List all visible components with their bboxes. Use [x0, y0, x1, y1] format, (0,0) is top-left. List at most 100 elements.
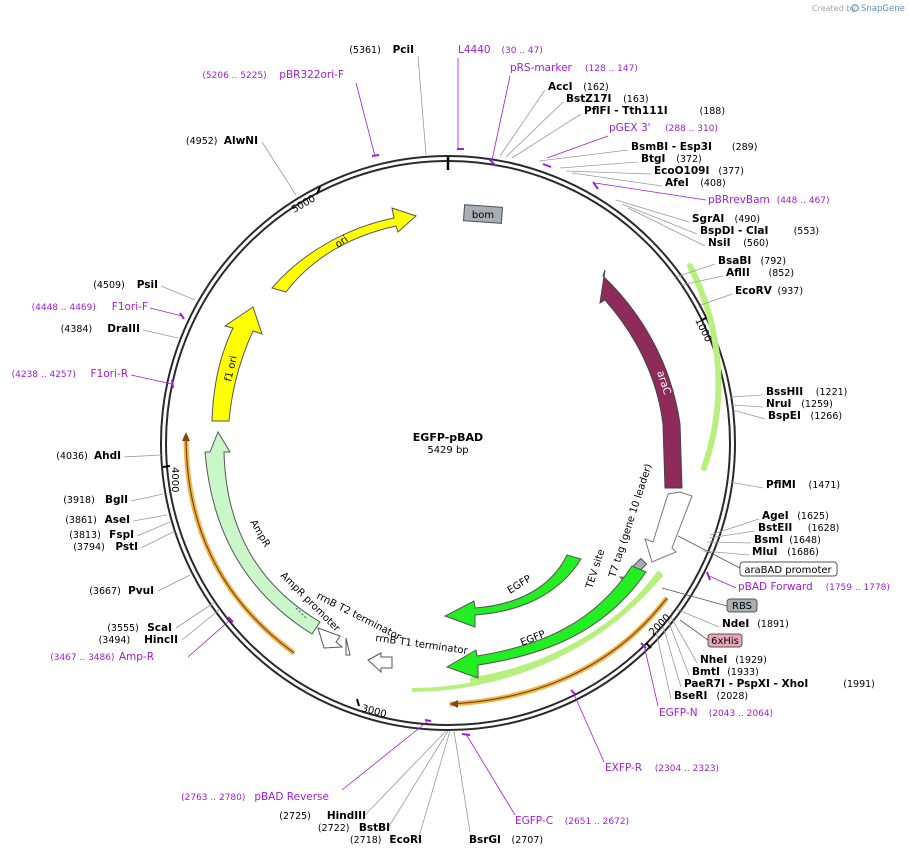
feature-ori[interactable]: ori [271, 207, 417, 293]
enzyme-site[interactable]: EcoRV(937) [700, 285, 803, 306]
enzyme-site[interactable]: BspDI - ClaI(553) [621, 203, 819, 237]
primer-position: (2763 .. 2780) [181, 793, 245, 803]
enzyme-site[interactable]: PvuI(3667) [89, 574, 191, 597]
feature-rbs-label: RBS [732, 601, 752, 612]
enzyme-name: BsmBI - Esp3I [631, 141, 712, 153]
enzyme-site[interactable]: PflFI - Tth111I(188) [511, 105, 725, 159]
primer-site[interactable]: pBR322ori-F(5206 .. 5225) [202, 69, 376, 157]
enzyme-site[interactable]: SgrAI(490) [615, 199, 760, 225]
enzyme-site[interactable]: BsmBI - Esp3I (289) [538, 141, 758, 162]
enzyme-leader-line [511, 113, 582, 159]
enzyme-site[interactable]: AccI(162) [499, 81, 609, 157]
enzyme-position: (3555) [107, 623, 139, 634]
enzyme-site[interactable]: PsiI(4509) [93, 279, 196, 301]
enzyme-site[interactable]: HindIII(2725) [279, 730, 447, 822]
enzyme-site[interactable]: BstEII (1628) [708, 522, 840, 539]
enzyme-site[interactable]: NdeI(1891) [675, 608, 789, 630]
enzyme-site[interactable]: AhdI(4036) [56, 450, 162, 462]
enzyme-site[interactable]: BglI(3918) [63, 493, 164, 506]
enzyme-site[interactable]: AlwNI(4952) [186, 135, 297, 196]
enzyme-site[interactable]: AseI(3861) [65, 514, 168, 526]
enzyme-leader-line [571, 172, 663, 187]
enzyme-name: BspEI [768, 410, 801, 422]
enzyme-site[interactable]: MluI(1686) [702, 546, 819, 558]
enzyme-site[interactable]: BspEI(1266) [732, 409, 842, 422]
rbs-leader [661, 587, 728, 607]
primer-site[interactable]: EXFP-R(2304 .. 2323) [572, 691, 719, 774]
enzyme-name: PvuI [128, 585, 154, 597]
enzyme-site[interactable]: PciI(5361) [349, 44, 427, 156]
enzyme-site[interactable]: BstZ17I(163) [505, 93, 649, 158]
enzyme-leader-line [627, 207, 706, 247]
enzyme-site[interactable]: HincII(3494) [99, 608, 221, 646]
primer-site[interactable]: pBAD Forward(1759 .. 1778) [708, 575, 890, 593]
primer-site[interactable]: EGFP-C(2651 .. 2672) [465, 733, 629, 827]
feature-rbs-box[interactable]: RBS [661, 587, 758, 613]
feature-egfp-inner[interactable]: EGFP [443, 554, 582, 628]
feature-ampr[interactable]: AmpR [204, 430, 321, 635]
feature-orange-arc-left[interactable] [182, 432, 296, 656]
enzyme-position: (792) [761, 256, 787, 267]
feature-bom[interactable]: bom [462, 204, 504, 224]
feature-ampr-promoter[interactable] [317, 627, 344, 649]
enzyme-site[interactable]: BstBI(2722) [318, 730, 449, 834]
primer-site[interactable]: F1ori-F(4448 .. 4469) [32, 301, 183, 317]
enzyme-site[interactable]: AfeI(408) [571, 172, 726, 189]
enzyme-site[interactable]: PflMI(1471) [729, 479, 840, 491]
enzyme-position: (3494) [99, 635, 131, 646]
enzyme-site[interactable]: DraIII(4384) [61, 323, 179, 339]
enzyme-leader-line [662, 625, 682, 688]
enzyme-site[interactable]: FspI(3813) [69, 521, 171, 541]
enzyme-site[interactable]: PstI(3794) [73, 530, 176, 553]
primer-leader-line [643, 644, 659, 707]
feature-f1-ori[interactable]: f1 ori [211, 306, 263, 422]
enzyme-site[interactable]: EcoRI(2718) [350, 730, 451, 846]
enzyme-site[interactable]: NheI(1929) [670, 616, 767, 666]
feature-his6-box[interactable]: 6xHis [679, 619, 743, 648]
enzyme-position: (4509) [93, 280, 125, 291]
enzyme-position: (1628) [808, 523, 840, 534]
enzyme-leader-line [261, 141, 297, 196]
enzyme-site[interactable]: EcoO109I(377) [565, 165, 744, 177]
enzyme-site[interactable]: AflII(852) [680, 267, 794, 286]
primer-site[interactable]: L4440(30 .. 47) [457, 44, 543, 148]
enzyme-site[interactable]: ScaI(3555) [107, 601, 216, 634]
enzyme-site[interactable]: AgeI(1625) [709, 510, 829, 536]
enzyme-position: (372) [676, 154, 702, 165]
primer-leader-line [187, 619, 231, 658]
feature-rrnb-t2[interactable] [345, 637, 351, 656]
primer-name: EXFP-R [605, 762, 642, 774]
enzyme-site[interactable]: PaeR7I - PspXI - XhoI(1991) [662, 625, 875, 690]
enzyme-site[interactable]: BsmI(1648) [706, 534, 821, 546]
feature-rrnb-t1[interactable] [367, 652, 393, 674]
enzyme-position: (4952) [186, 136, 218, 147]
primer-site[interactable]: pRS-marker(128 .. 147) [491, 62, 638, 161]
feature-arac[interactable]: araC [599, 263, 722, 489]
primer-site[interactable]: pBRrevBam(448 .. 467) [594, 182, 830, 206]
enzyme-site[interactable]: BssHII(1221) [730, 386, 847, 398]
enzyme-site[interactable]: NsiI(560) [627, 207, 769, 249]
feature-egfp-outer[interactable]: EGFP [411, 565, 664, 692]
feature-arabad-promoter[interactable] [644, 491, 693, 563]
feature-orange-arc-right[interactable] [449, 596, 669, 708]
primer-site[interactable]: F1ori-R(4238 .. 4257) [12, 368, 173, 385]
primer-position: (4238 .. 4257) [12, 370, 76, 380]
primer-site[interactable]: Amp-R(3467 .. 3486) [50, 619, 231, 663]
enzyme-site[interactable]: BseRI(2028) [655, 630, 748, 702]
enzyme-name: BstEII [758, 522, 792, 534]
primer-site[interactable]: EGFP-N(2043 .. 2064) [643, 644, 773, 719]
primer-leader-line [149, 307, 183, 317]
enzyme-site[interactable]: BmtI(1933) [667, 619, 759, 678]
site-callouts: PciI(5361) AccI(162)BstZ17I(163)PflFI - T… [12, 44, 890, 846]
feature-arabad-promoter-box[interactable]: araBAD promoter [677, 535, 838, 577]
enzyme-position: (289) [732, 142, 758, 153]
enzyme-site[interactable]: NruI(1259) [731, 398, 833, 410]
enzyme-site[interactable]: BsrGI(2707) [453, 730, 543, 846]
primer-site[interactable]: pGEX 3'(288 .. 310) [546, 122, 718, 159]
enzyme-site[interactable]: BtgI(372) [559, 153, 702, 169]
primer-site[interactable]: pBAD Reverse(2763 .. 2780) [181, 720, 429, 803]
enzyme-leader-line [670, 616, 698, 664]
enzyme-leader-line [160, 285, 196, 301]
enzyme-site[interactable]: BsaBI(792) [675, 255, 787, 278]
